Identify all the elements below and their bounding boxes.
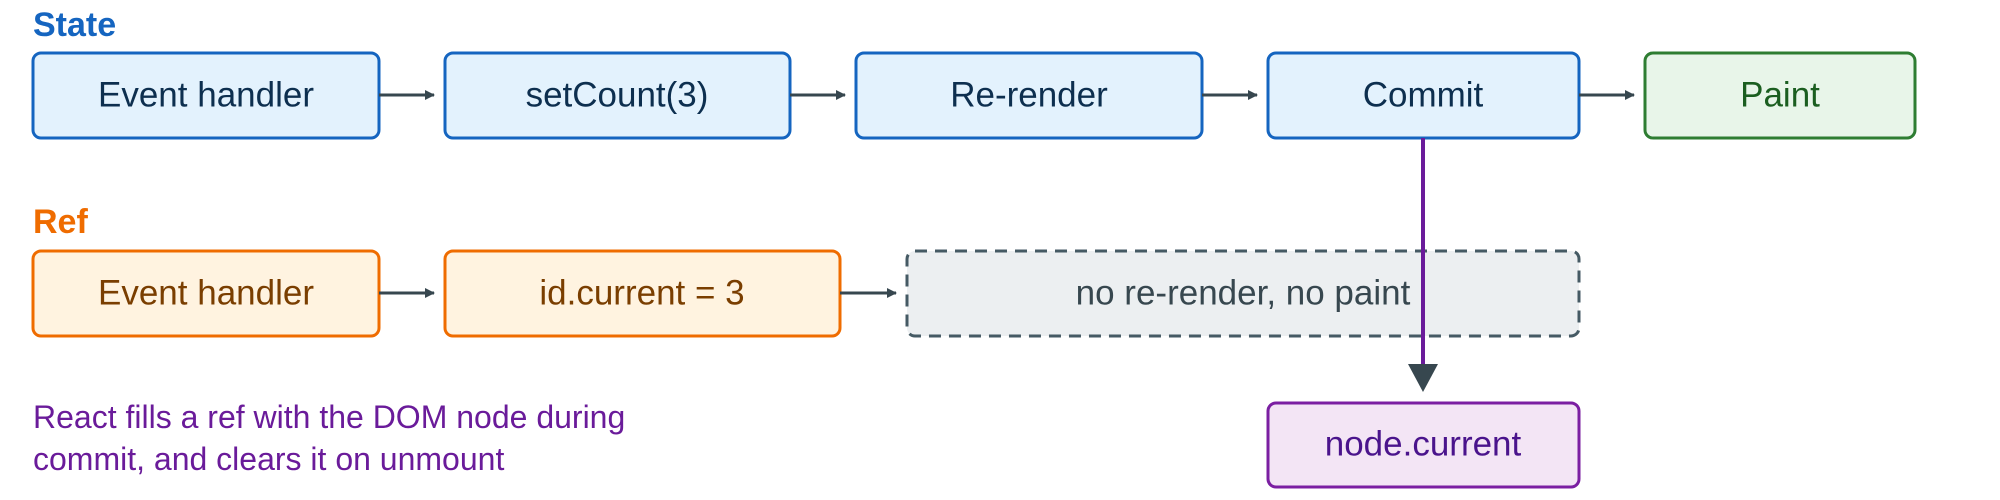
ref-step-event-handler-label: Event handler: [98, 274, 314, 313]
ref-step-no-render-box: [905, 249, 1581, 338]
ref-section-title: Ref: [33, 203, 88, 241]
commit-to-node-arrowhead: [1408, 364, 1438, 392]
state-step-paint: Paint: [1643, 51, 1917, 140]
node-current-box: [1266, 401, 1581, 489]
state-step-paint-label: Paint: [1740, 76, 1820, 115]
state-step-commit-label: Commit: [1363, 76, 1484, 115]
state-section-title: State: [33, 6, 116, 44]
state-step-event-handler: Event handler: [31, 51, 381, 140]
ref-step-no-render: no re-render, no paint: [905, 249, 1581, 338]
state-step-paint-box: [1643, 51, 1917, 140]
state-step-event-handler-label: Event handler: [98, 76, 314, 115]
node-current: node.current: [1266, 401, 1581, 489]
note-line-1: React fills a ref with the DOM node duri…: [33, 399, 625, 435]
ref-step-assign-label: id.current = 3: [539, 274, 744, 313]
note-line-2: commit, and clears it on unmount: [33, 441, 504, 477]
ref-step-assign: id.current = 3: [443, 249, 842, 338]
state-step-re-render-label: Re-render: [950, 76, 1108, 115]
ref-step-no-render-label: no re-render, no paint: [1076, 274, 1411, 313]
state-step-commit: Commit: [1266, 51, 1581, 140]
node-current-label: node.current: [1325, 425, 1522, 464]
state-step-setcount-label: setCount(3): [526, 76, 709, 115]
state-step-re-render: Re-render: [854, 51, 1204, 140]
state-step-setcount: setCount(3): [443, 51, 792, 140]
ref-step-event-handler: Event handler: [31, 249, 381, 338]
